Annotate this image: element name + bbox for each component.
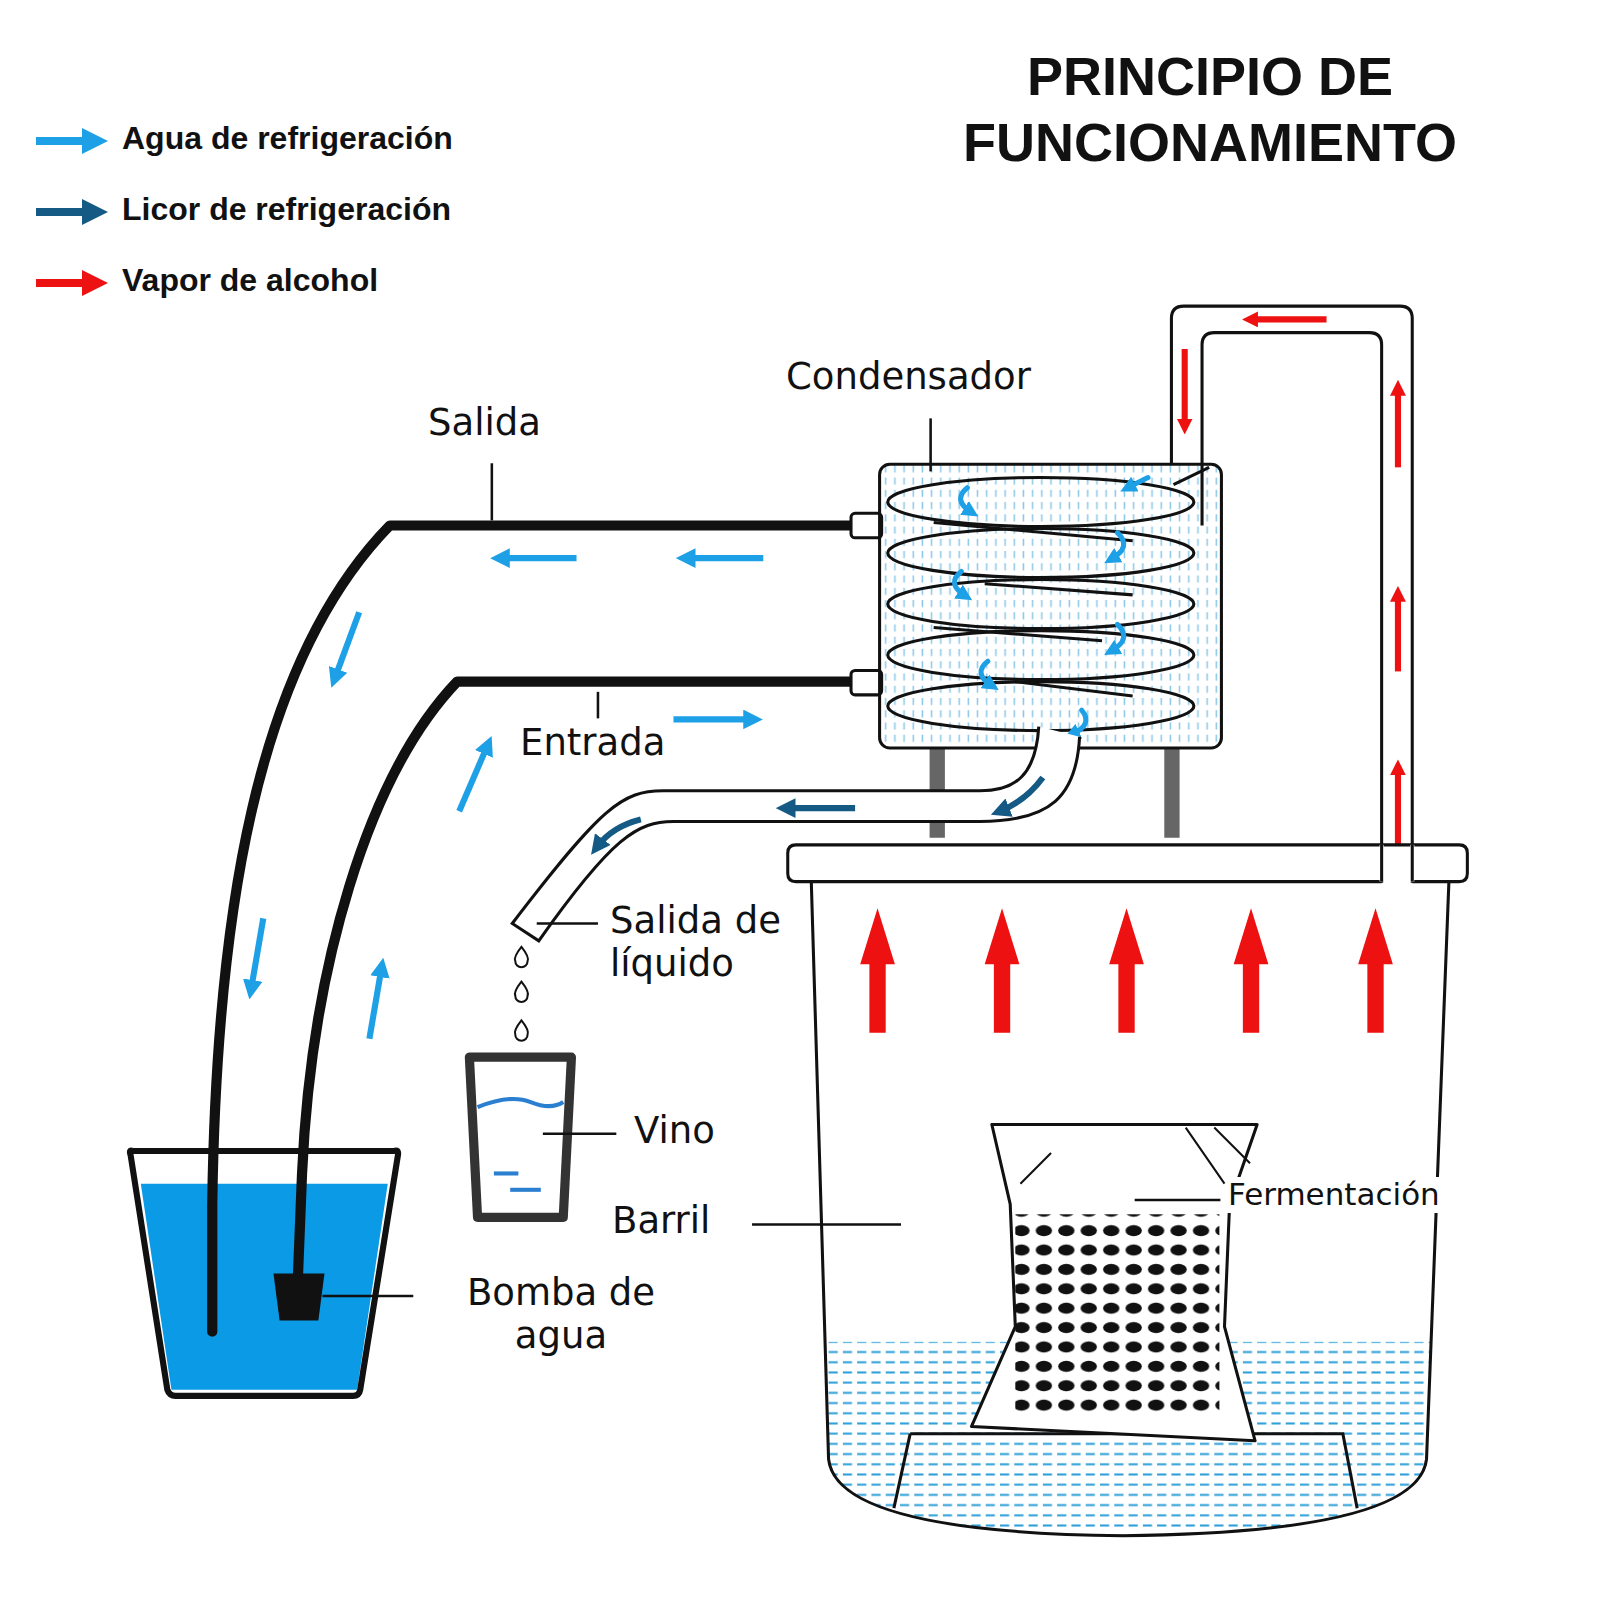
callout-label: Fermentación	[1226, 1177, 1442, 1213]
callout-label: Condensador	[786, 356, 1031, 399]
legend-text: Licor de refrigeración	[122, 191, 451, 228]
legend-swatch	[36, 197, 110, 227]
callout-label: Bomba de agua	[446, 1272, 676, 1357]
legend-text: Vapor de alcohol	[122, 262, 378, 299]
legend-swatch	[36, 126, 110, 156]
callout-label: Entrada	[520, 722, 665, 765]
callout-label: Vino	[634, 1110, 715, 1153]
legend-swatch	[36, 268, 110, 298]
callout-label: Salida	[428, 402, 541, 445]
callout-label: Barril	[612, 1200, 710, 1243]
legend-text: Agua de refrigeración	[122, 120, 453, 157]
callout-label: Salida de líquido	[610, 900, 825, 985]
diagram-title: PRINCIPIO DE FUNCIONAMIENTO	[940, 44, 1480, 176]
